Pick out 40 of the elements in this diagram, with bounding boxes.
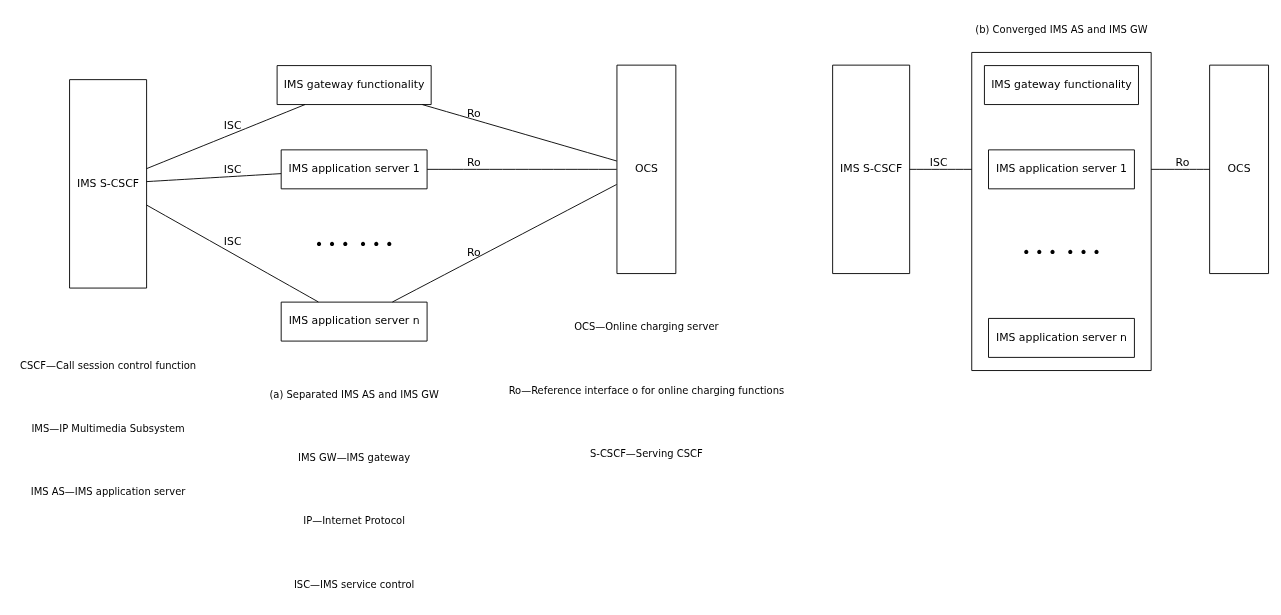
- node-box: IMS application server 1: [988, 148, 1135, 189]
- label: • • • • • •: [1021, 243, 1101, 260]
- connector: [909, 168, 973, 170]
- node-box: OCS: [616, 64, 677, 274]
- node-box: OCS: [1209, 64, 1269, 274]
- connector: [1150, 168, 1210, 170]
- edge-label: Ro: [466, 245, 481, 259]
- node-box: IMS S-CSCF: [832, 64, 911, 274]
- node-box: IMS application server n: [988, 317, 1135, 358]
- edge-label: ISC: [223, 118, 242, 132]
- label: IMS AS—IMS application server: [30, 485, 186, 497]
- connector: [391, 183, 617, 302]
- connector: [146, 172, 282, 182]
- node-box: IMS application server 1: [280, 148, 428, 189]
- node-box: IMS S-CSCF: [69, 78, 148, 288]
- connector: [421, 103, 618, 161]
- node-box: IMS gateway functionality: [276, 64, 432, 105]
- label: S-CSCF—Serving CSCF: [590, 447, 703, 459]
- edge-label: Ro: [466, 155, 481, 169]
- label: ISC—IMS service control: [293, 578, 415, 590]
- connector: [146, 103, 306, 169]
- node-box: IMS application server n: [280, 301, 428, 342]
- node-box: IMS gateway functionality: [983, 64, 1139, 105]
- label: CSCF—Call session control function: [20, 359, 197, 371]
- label: Ro—Reference interface o for online charging functions: [508, 384, 785, 396]
- edge-label: ISC: [223, 162, 242, 176]
- label: (b) Converged IMS AS and IMS GW: [975, 23, 1148, 35]
- edge-label: ISC: [929, 155, 948, 169]
- edge-label: Ro: [466, 106, 481, 120]
- label: IMS GW—IMS gateway: [298, 451, 411, 463]
- connector: [146, 204, 319, 302]
- edge-label: ISC: [223, 234, 242, 248]
- connector: [426, 168, 618, 170]
- label: • • • • • •: [314, 235, 394, 252]
- label: (a) Separated IMS AS and IMS GW: [269, 388, 439, 400]
- label: OCS—Online charging server: [574, 320, 719, 332]
- label: IMS—IP Multimedia Subsystem: [31, 422, 185, 434]
- cluster: [971, 51, 1152, 371]
- edge-label: Ro: [1175, 155, 1190, 169]
- label: IP—Internet Protocol: [303, 514, 405, 526]
